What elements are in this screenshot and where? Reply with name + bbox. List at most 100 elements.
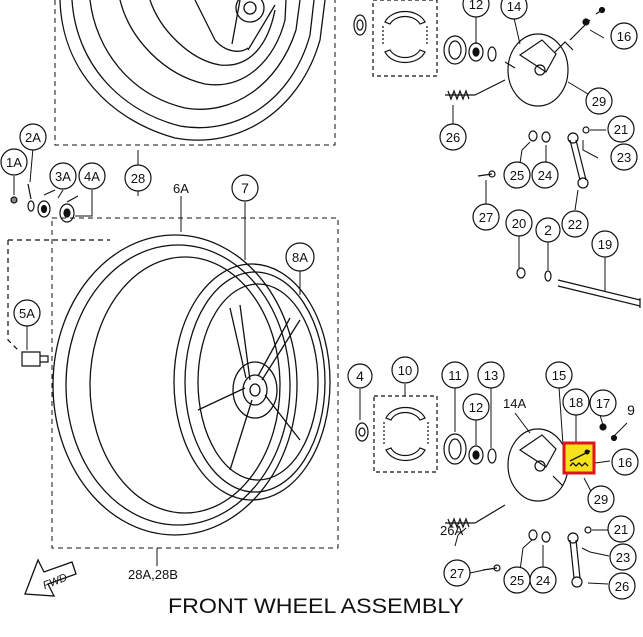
callout-circle — [561, 210, 589, 238]
callout-28: 28 — [124, 164, 152, 192]
top-wheel — [59, 0, 326, 141]
callout-label: 4A — [84, 169, 100, 184]
callout-26: 26 — [439, 123, 467, 151]
callout-circle — [610, 143, 638, 171]
callout-3A: 3A — [49, 162, 77, 190]
callout-27: 27 — [443, 559, 471, 587]
callout-11: 11 — [441, 361, 469, 389]
callout-label: 1A — [6, 155, 22, 170]
callout-label: 11 — [448, 368, 462, 383]
callout-circle — [535, 217, 561, 243]
callout-label: 16 — [617, 29, 631, 44]
callout-circle — [585, 87, 613, 115]
callout-12: 12 — [462, 393, 490, 421]
callout-circle — [591, 230, 619, 258]
callout-circle — [503, 566, 531, 594]
callout-23: 23 — [610, 143, 638, 171]
callout-24: 24 — [531, 161, 559, 189]
callout-circle — [0, 148, 28, 176]
callout-5A: 5A — [13, 299, 41, 327]
callout-29: 29 — [587, 485, 615, 513]
left-small-parts — [7, 183, 110, 367]
callout-label: 12 — [469, 400, 483, 415]
callout-label: 17 — [596, 396, 610, 411]
callout-circle — [124, 164, 152, 192]
callout-label: 4 — [356, 368, 364, 384]
callout-label: 27 — [450, 566, 464, 581]
callout-label: 13 — [484, 368, 498, 383]
lower-brake-parts — [355, 267, 641, 588]
callout-circle — [231, 174, 259, 202]
callout-label: 19 — [598, 237, 612, 252]
callout-circle — [443, 559, 471, 587]
fwd-arrow: FWD — [24, 558, 77, 597]
callout-label: 12 — [469, 0, 483, 12]
highlighted-part[interactable] — [562, 441, 596, 475]
callout-circle — [608, 572, 636, 600]
plain-labels: 6A 14A 26A 28A,28B — [128, 181, 526, 582]
callout-label: 3A — [55, 169, 71, 184]
callout-12: 12 — [462, 0, 490, 18]
leader-lines — [13, 14, 628, 585]
callout-label: 28 — [131, 171, 145, 186]
callout-circle — [391, 356, 419, 384]
callout-label: 10 — [398, 363, 412, 378]
label-28A-28B: 28A,28B — [128, 567, 178, 582]
callout-label: 18 — [569, 395, 583, 410]
callout-circle — [347, 363, 373, 389]
label-6A: 6A — [173, 181, 189, 196]
callout-circle — [503, 161, 531, 189]
callout-circle — [439, 123, 467, 151]
callout-label: 25 — [510, 573, 524, 588]
callout-circle — [587, 485, 615, 513]
callout-circle — [472, 203, 500, 231]
callout-circle — [49, 162, 77, 190]
callout-16: 16 — [610, 22, 638, 50]
callout-label: 8A — [292, 250, 308, 265]
callout-label: 27 — [479, 210, 493, 225]
callout-circle — [78, 162, 106, 190]
callout-label: 15 — [552, 368, 566, 383]
callout-label: 2A — [25, 130, 41, 145]
callout-label: 25 — [510, 168, 524, 183]
callout-2A: 2A — [19, 123, 47, 151]
callout-label: 9 — [627, 402, 635, 418]
callout-circle — [531, 161, 559, 189]
callout-circle — [500, 0, 528, 20]
callout-2: 2 — [535, 217, 561, 243]
callout-22: 22 — [561, 210, 589, 238]
callout-label: 29 — [594, 492, 608, 507]
callout-circle — [462, 0, 490, 18]
callout-circle — [19, 123, 47, 151]
callout-21: 21 — [607, 115, 635, 143]
callout-circle — [609, 543, 637, 571]
highlight-box[interactable] — [562, 441, 596, 475]
callout-circle — [610, 22, 638, 50]
callout-label: 24 — [536, 573, 550, 588]
callout-4A: 4A — [78, 162, 106, 190]
callout-circle — [545, 361, 573, 389]
callout-label: 21 — [614, 522, 628, 537]
callout-label: 24 — [538, 168, 552, 183]
callout-label: 5A — [19, 306, 35, 321]
callout-label: 26 — [615, 579, 629, 594]
callout-label: 7 — [241, 180, 249, 196]
callout-circle — [611, 448, 639, 476]
diagram-title: FRONT WHEEL ASSEMBLY — [168, 595, 464, 618]
callout-27: 27 — [472, 203, 500, 231]
callout-circle — [562, 388, 590, 416]
callout-21: 21 — [607, 515, 635, 543]
callout-8A: 8A — [285, 242, 315, 272]
callout-circle — [285, 242, 315, 272]
label-14A: 14A — [503, 396, 526, 411]
top-brake-parts — [353, 0, 606, 189]
nut-icon — [584, 449, 590, 455]
callout-9: 9 — [627, 402, 635, 418]
callout-20: 20 — [505, 209, 533, 237]
callout-14: 14 — [500, 0, 528, 20]
callout-15: 15 — [545, 361, 573, 389]
callout-circle — [505, 209, 533, 237]
callout-circle — [607, 115, 635, 143]
